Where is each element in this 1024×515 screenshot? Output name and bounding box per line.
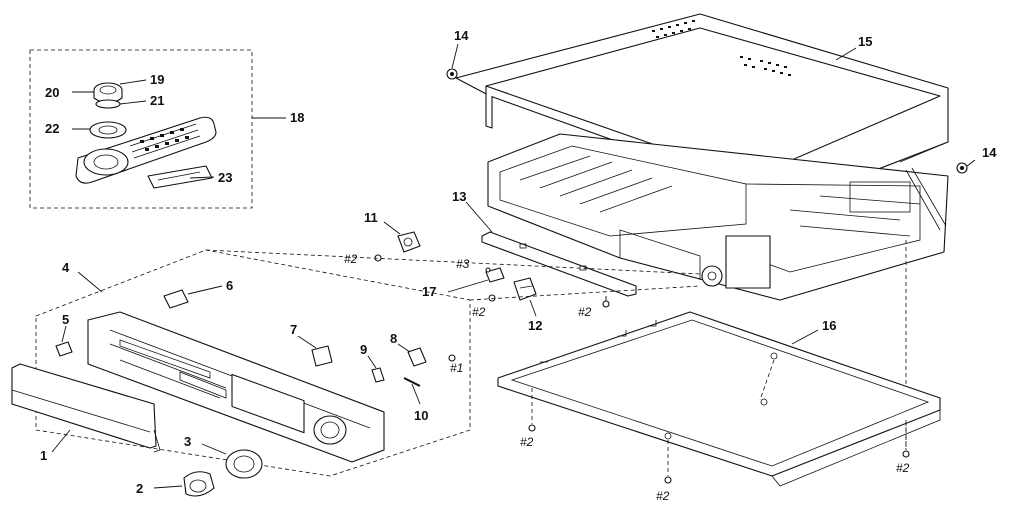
- callout-18: 18: [290, 110, 304, 125]
- callout-11: 11: [364, 210, 378, 225]
- screw-2-plate-left: [528, 424, 536, 432]
- screw-label-3: #3: [456, 257, 470, 271]
- bottom-plate-group: 16 #2 #2 #2: [497, 311, 941, 503]
- part-17: [485, 267, 505, 283]
- callout-3: 3: [184, 434, 191, 449]
- screw-label-2-a: #2: [344, 252, 358, 266]
- mechanism-pulley: [701, 265, 723, 287]
- part-12: [513, 277, 537, 301]
- callout-15: 15: [858, 34, 872, 49]
- callout-13: 13: [452, 189, 466, 204]
- mechanism-chassis-group: [487, 133, 949, 448]
- part-7: [311, 345, 333, 367]
- screw-2-part17: [488, 294, 496, 302]
- front-door-group: 1: [11, 363, 161, 463]
- callout-6: 6: [226, 278, 233, 293]
- part-9: [371, 367, 385, 383]
- callout-12: 12: [528, 318, 542, 333]
- callout-1: 1: [40, 448, 47, 463]
- bracket-13-group: 13: [452, 189, 637, 297]
- remote-kit-boundary: [29, 49, 253, 209]
- screw-2-plate-right: [902, 450, 910, 458]
- part-5: [55, 341, 73, 357]
- knobs-group: 3 2: [136, 434, 263, 497]
- screw-label-2-b: #2: [472, 305, 486, 319]
- screw-label-2-e: #2: [656, 489, 670, 503]
- front-door: [11, 363, 157, 449]
- part-8: [407, 347, 427, 367]
- battery-cover: [147, 165, 213, 189]
- screw-label-2-f: #2: [896, 461, 910, 475]
- callout-14-right: 14: [982, 145, 997, 160]
- callout-17: 17: [422, 284, 436, 299]
- screw-3: [485, 267, 491, 273]
- callout-22: 22: [45, 121, 59, 136]
- callout-5: 5: [62, 312, 69, 327]
- part-11: [397, 231, 421, 253]
- callout-9: 9: [360, 342, 367, 357]
- screw-2-bracket: [602, 300, 610, 308]
- small-parts-group: 11 #2 17 #3 #2 12 #2: [344, 210, 610, 333]
- front-bezel-jack: [313, 415, 347, 445]
- callout-2: 2: [136, 481, 143, 496]
- knob-ring: [95, 99, 121, 109]
- callout-23: 23: [218, 170, 232, 185]
- shuttle-disc: [89, 121, 127, 139]
- remote-kit-group: 20 19 21 22 23 18: [29, 49, 304, 209]
- knob-2: [183, 471, 215, 497]
- screw-1: [448, 354, 456, 362]
- callout-20: 20: [45, 85, 59, 100]
- bottom-plate: [497, 311, 941, 477]
- callout-10: 10: [414, 408, 428, 423]
- callout-14-left: 14: [454, 28, 469, 43]
- callout-4: 4: [62, 260, 70, 275]
- callout-8: 8: [390, 331, 397, 346]
- remote-dial: [83, 148, 129, 176]
- display-window: [231, 373, 305, 434]
- mechanism-motor-block: [725, 235, 771, 289]
- callout-21: 21: [150, 93, 164, 108]
- callout-19: 19: [150, 72, 164, 87]
- front-panel-group: 4 5 6 7 8 #1 9 10: [35, 249, 701, 477]
- callout-16: 16: [822, 318, 836, 333]
- knob-3: [225, 449, 263, 479]
- screw-label-1: #1: [450, 361, 463, 375]
- screw-label-2-c: #2: [578, 305, 592, 319]
- part-6: [163, 289, 189, 309]
- screw-label-2-d: #2: [520, 435, 534, 449]
- screw-2-plate-center: [664, 476, 672, 484]
- top-cover-side-flange: [485, 86, 493, 129]
- mechanism-chassis: [487, 133, 949, 301]
- callout-7: 7: [290, 322, 297, 337]
